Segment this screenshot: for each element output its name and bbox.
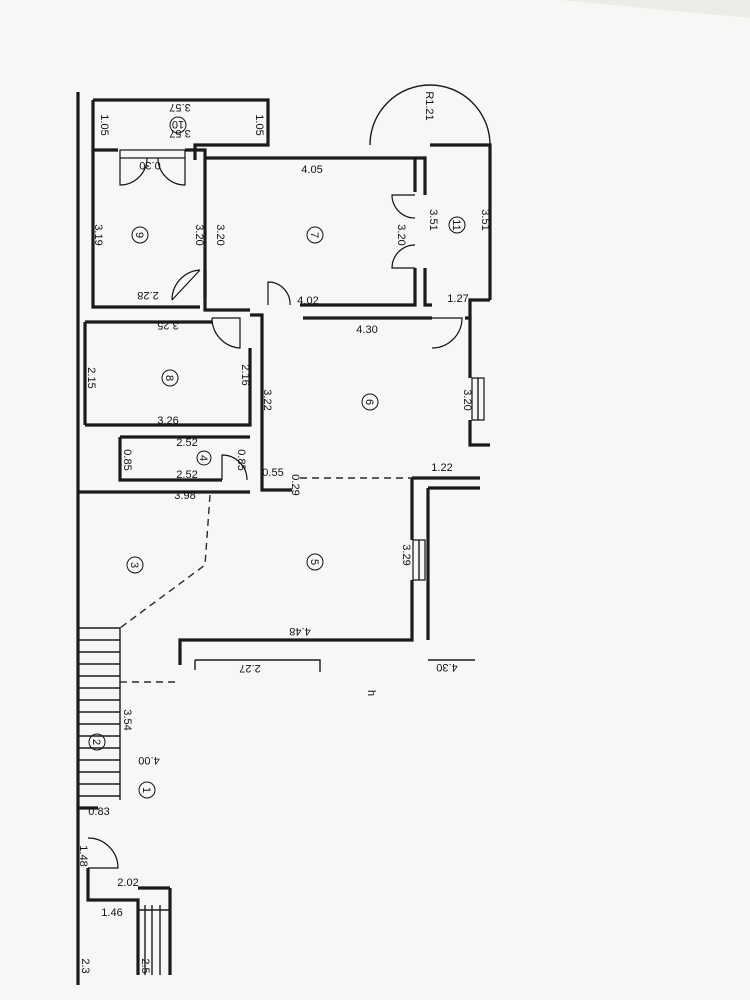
dim-r10-right: 1.05 (253, 114, 265, 135)
dim-r4-bottom: 2.52 (176, 469, 197, 481)
staircase (78, 639, 170, 975)
dim-r9-right: 3.20 (193, 224, 205, 245)
room-8-label: 8 (161, 369, 179, 387)
svg-text:4: 4 (197, 455, 209, 461)
svg-text:5: 5 (308, 559, 320, 565)
room-9-label: 9 (131, 226, 149, 244)
dim-stair-len: 3.54 (121, 709, 133, 730)
dim-bottom-a: 2.3 (79, 958, 91, 973)
svg-text:11: 11 (450, 219, 462, 230)
windows (412, 377, 485, 581)
dim-r7-left: 3.20 (214, 224, 226, 245)
dim-wall-a: 0.55 (262, 467, 283, 479)
svg-text:10: 10 (172, 118, 184, 130)
dim-r11-b: 3.51 (479, 209, 491, 230)
dim-r4-top: 2.52 (176, 437, 197, 449)
dim-r8-left: 2.15 (85, 367, 97, 388)
dim-entry-a: 1.48 (77, 845, 89, 866)
svg-text:7: 7 (308, 232, 320, 238)
dim-wall-b: 0.29 (289, 474, 301, 495)
dim-r3-top: 3.98 (174, 490, 195, 502)
svg-text:3: 3 (128, 562, 140, 568)
svg-text:9: 9 (133, 232, 145, 238)
dim-r8-bottom: 3.26 (157, 415, 178, 427)
svg-text:8: 8 (163, 375, 175, 381)
dim-r10-left: 1.05 (98, 114, 110, 135)
dim-stair-w: 0.83 (88, 806, 109, 818)
dim-tick: h (365, 690, 377, 696)
walls (76, 84, 492, 985)
room-11-label: 11 (448, 216, 466, 234)
dim-lower-a: 2.27 (239, 662, 260, 674)
room-labels: 10 9 7 11 8 6 4 3 (88, 116, 466, 799)
dim-r11-a: 3.51 (427, 209, 439, 230)
dim-r6-bottom: 1.22 (431, 462, 452, 474)
room-4-label: 4 (196, 450, 212, 466)
doors (87, 149, 463, 869)
dim-r9-bottom: 2.28 (137, 289, 158, 301)
dim-r5-bottom: 4.48 (289, 625, 310, 637)
dim-r9-top: 0.30 (139, 159, 160, 171)
dim-r6-top: 4.30 (356, 324, 377, 336)
dim-bottom-b: 2.5 (139, 958, 151, 973)
dim-r11-bottom: 1.27 (447, 293, 468, 305)
dim-r10-width: 3.57 (169, 101, 190, 113)
room-3-label: 3 (126, 556, 144, 574)
svg-text:1: 1 (140, 787, 152, 793)
dim-r6-right: 3.20 (461, 389, 473, 410)
room-1-label: 1 (138, 781, 156, 799)
dim-r4-right: 0.85 (235, 449, 247, 470)
dim-r8-right: 2.16 (239, 364, 251, 385)
dim-r1-center: 4.00 (138, 754, 159, 766)
room-6-label: 6 (361, 393, 379, 411)
room-5-label: 5 (306, 553, 324, 571)
dim-entry-c: 1.46 (101, 907, 122, 919)
dim-r8-top: 3.25 (157, 319, 178, 331)
dim-r9-left: 3.19 (92, 224, 104, 245)
dim-r7-top: 4.05 (301, 164, 322, 176)
dim-r7-bottom: 4.02 (297, 295, 318, 307)
dimension-labels: 3.57 3.57 1.05 1.05 R1.21 0.30 3.19 3.20… (77, 91, 491, 973)
dim-r10-width-b: 3.57 (169, 127, 190, 139)
room-2-label: 2 (88, 733, 106, 751)
dim-r4-left: 0.85 (121, 449, 133, 470)
svg-text:2: 2 (90, 739, 102, 745)
room-7-label: 7 (306, 226, 324, 244)
dashed-boundaries (119, 477, 412, 683)
svg-text:6: 6 (363, 399, 375, 405)
dim-entry-b: 2.02 (117, 877, 138, 889)
dim-lower-b: 4.30 (436, 661, 457, 673)
dim-radius: R1.21 (423, 91, 435, 120)
dim-r5-right: 3.29 (400, 544, 412, 565)
dim-r7-right: 3.20 (395, 224, 407, 245)
dim-r6-left: 3.22 (261, 389, 273, 410)
room-10-label: 10 (169, 116, 187, 134)
